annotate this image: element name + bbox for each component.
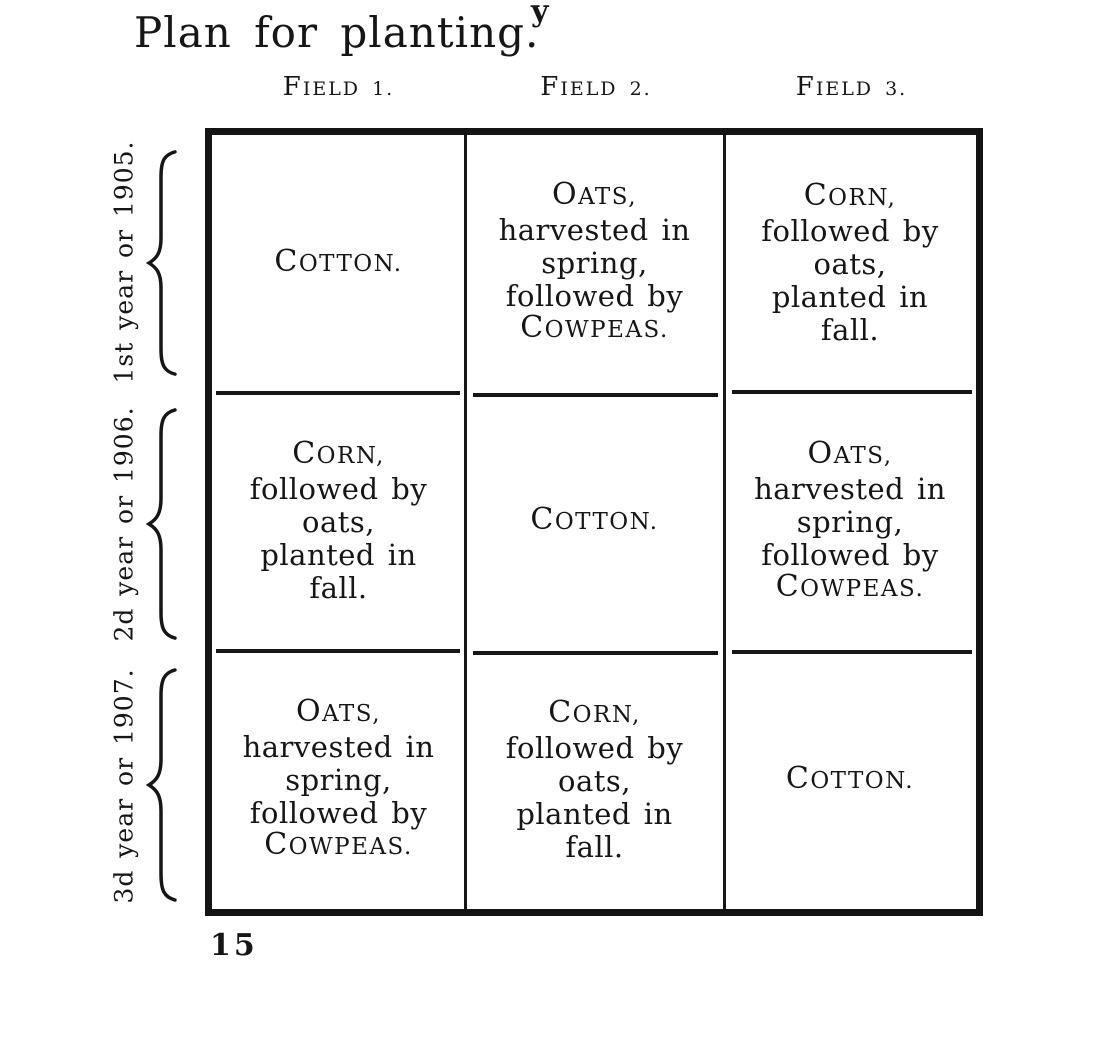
cell-text: Corn, followed by oats, planted in fall. [500,694,689,864]
table-cell-year1-field3: Corn, followed by oats, planted in fall. [724,135,976,392]
cell-text: Cotton. [780,760,920,798]
cell-line: followed by [505,730,684,765]
crop-name: Corn, [292,436,385,471]
cell-text: Oats, harvested in spring, followed by C… [237,694,441,864]
crop-name: Cotton. [530,502,659,537]
cell-line: fall. [309,571,368,605]
crop-name: Corn, [548,694,641,730]
row-label-year-1: 1st year or 1905. [109,140,139,384]
column-divider [464,135,467,909]
cell-text: Corn, followed by oats, planted in fall. [244,436,433,605]
cell-text: Oats, harvested in spring, followed by C… [493,177,697,347]
cell-line: oats, [813,246,887,281]
cell-text: Cotton. [524,502,664,539]
row-label-year-3: 3d year or 1907. [109,668,139,904]
stray-print-mark: y [531,0,549,29]
cell-line: planted in [771,279,929,314]
planting-table: Cotton. Oats, harvested in spring, follo… [205,128,983,916]
column-header-field-3: Field 3. [795,72,908,102]
curly-brace-icon [145,150,177,376]
column-header-field-2: Field 2. [540,72,652,102]
row-label-year-2: 2d year or 1906. [109,406,139,642]
curly-brace-icon [145,668,177,902]
crop-name: Oats, [551,177,638,212]
table-cell-year3-field1: Oats, harvested in spring, followed by C… [212,652,465,909]
cell-line: harvested in [754,471,946,506]
table-cell-year1-field1: Cotton. [212,135,465,392]
crop-name: Cowpeas. [520,310,669,345]
cell-text: Corn, followed by oats, planted in fall. [755,177,944,347]
column-divider [723,135,726,909]
cell-line: planted in [516,796,673,831]
cell-line: oats, [557,763,631,798]
table-cell-year2-field3: Oats, harvested in spring, followed by C… [724,392,976,652]
table-cell-year2-field2: Cotton. [465,392,724,652]
cell-text: Cotton. [268,243,408,281]
crop-name: Cowpeas. [264,827,413,862]
table-cell-year3-field3: Cotton. [724,652,976,909]
column-header-field-1: Field 1. [282,72,395,102]
cell-line: harvested in [498,213,691,247]
cell-line: followed by [761,213,939,248]
cell-line: spring, [541,246,648,280]
cell-line: oats, [301,505,375,539]
row-divider-segment [732,650,972,654]
row-divider-segment [473,393,718,397]
page-title: Plan for planting. [134,8,540,57]
cell-line: fall. [820,312,880,347]
crop-name: Oats, [807,435,893,471]
crop-name: Cowpeas. [775,568,925,604]
row-divider-segment [216,649,460,653]
crop-name: Cotton. [274,243,403,279]
cell-line: fall. [565,829,624,864]
table-cell-year1-field2: Oats, harvested in spring, followed by C… [465,135,724,392]
cell-line: harvested in [242,730,435,764]
crop-name: Oats, [295,694,382,729]
cell-line: spring, [796,504,904,539]
page-number: 15 [210,928,258,963]
crop-name: Corn, [803,177,897,213]
cell-line: followed by [761,537,939,572]
cell-line: spring, [285,763,392,797]
cell-line: followed by [249,796,428,830]
row-divider-segment [473,651,718,655]
table-cell-year2-field1: Corn, followed by oats, planted in fall. [212,392,465,652]
row-divider-segment [732,390,972,394]
cell-line: followed by [505,279,684,313]
cell-line: followed by [249,472,428,506]
table-cell-year3-field2: Corn, followed by oats, planted in fall. [465,652,724,909]
cell-line: planted in [260,538,417,572]
curly-brace-icon [145,408,177,640]
crop-name: Cotton. [785,760,915,796]
row-divider-segment [216,391,460,395]
cell-text: Oats, harvested in spring, followed by C… [748,435,952,606]
